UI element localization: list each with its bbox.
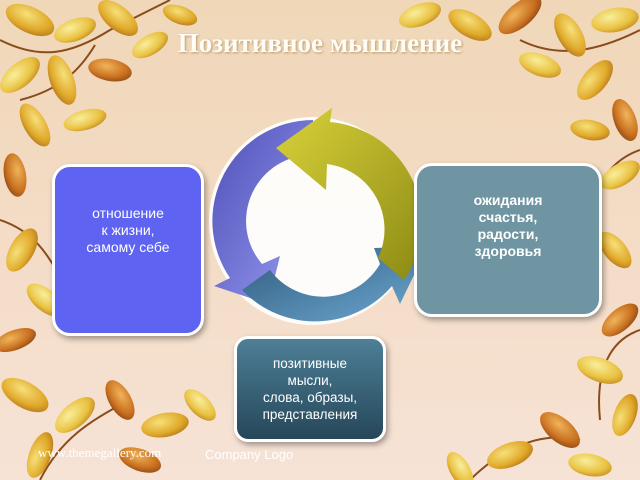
life-attitude-box: отношение к жизни, самому себе xyxy=(52,164,204,336)
expectations-text: ожидания счастья, радости, здоровья xyxy=(473,192,543,259)
purple-cycle-arrow xyxy=(212,120,313,304)
positive-thoughts-box: позитивные мысли, слова, образы, предста… xyxy=(234,336,386,442)
expectations-box: ожидания счастья, радости, здоровья xyxy=(414,163,602,317)
footer-url: www.themegallery.com xyxy=(38,445,162,460)
cycle-diagram xyxy=(209,108,428,325)
life-attitude-text: отношение к жизни, самому себе xyxy=(86,204,170,255)
company-logo: Company Logo xyxy=(205,447,294,462)
yellow-cycle-arrow xyxy=(276,108,422,280)
slide-title: Позитивное мышление xyxy=(177,28,463,58)
positive-thoughts-text: позитивные мысли, слова, образы, предста… xyxy=(262,356,358,422)
blue-cycle-arrow xyxy=(242,246,428,322)
